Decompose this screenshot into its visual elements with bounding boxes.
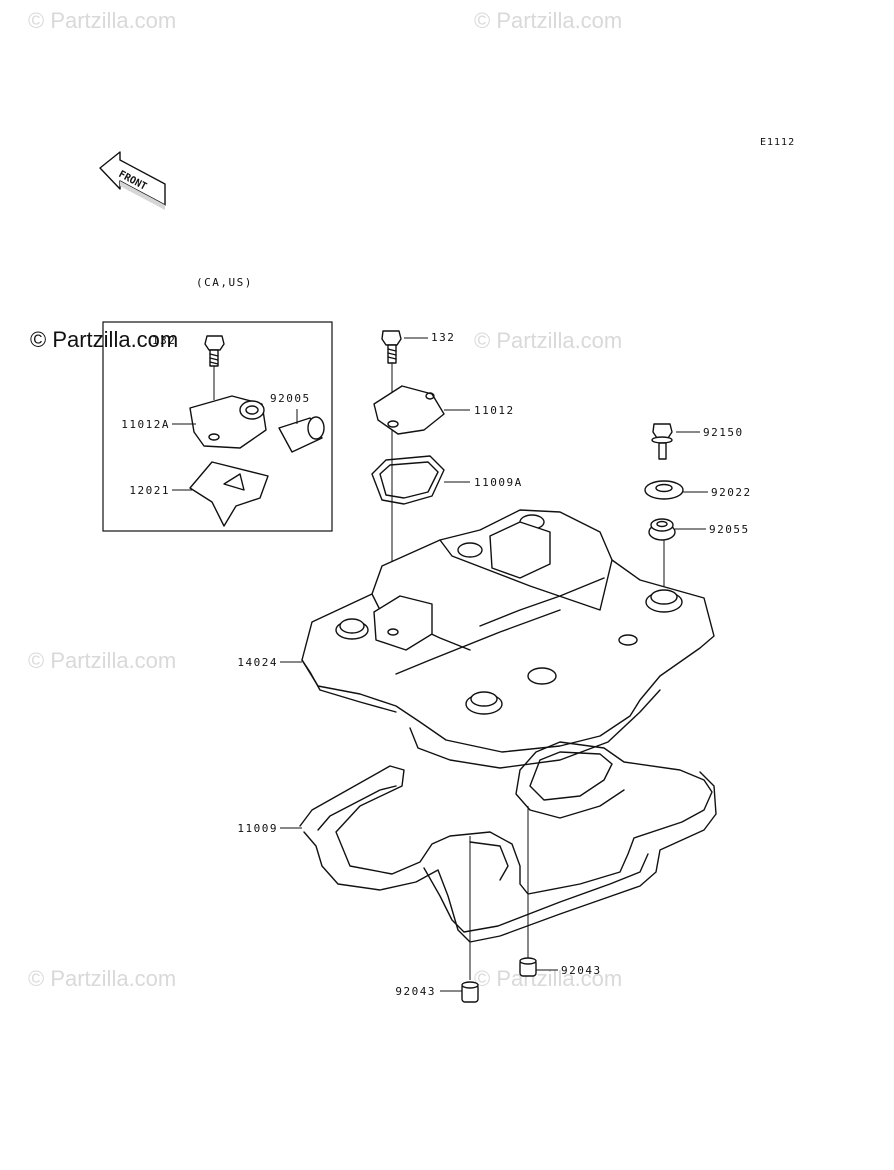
dowel-pin-icon <box>519 957 537 977</box>
inset-title: (CA,US) <box>196 276 253 289</box>
breather-cover-icon <box>189 395 267 449</box>
cover-gasket-icon <box>299 741 717 943</box>
part-label-12021[interactable]: 12021 <box>129 484 170 497</box>
inset-box <box>102 321 333 532</box>
plate-icon <box>189 461 269 527</box>
watermark-text: © Partzilla.com <box>474 8 623 33</box>
gasket-icon <box>371 455 445 505</box>
watermark-text: © Partzilla.com <box>474 328 623 353</box>
part-label-132[interactable]: 132 <box>431 331 456 344</box>
front-arrow-icon: FRONT <box>99 151 166 210</box>
dowel-pin-icon <box>461 981 479 1003</box>
grommet-icon <box>648 518 676 541</box>
part-label-11009A[interactable]: 11009A <box>474 476 523 489</box>
part-label-92005[interactable]: 92005 <box>270 392 311 405</box>
valve-cover-icon <box>301 509 715 769</box>
bolt-icon <box>204 335 225 367</box>
part-label-11009[interactable]: 11009 <box>237 822 278 835</box>
part-label-11012[interactable]: 11012 <box>474 404 515 417</box>
fitting-icon <box>278 416 325 453</box>
bolt-icon <box>381 330 402 364</box>
watermark-text: © Partzilla.com <box>28 8 177 33</box>
watermark-text: © Partzilla.com <box>28 966 177 991</box>
cover-plate-icon <box>373 385 445 435</box>
part-label-92150[interactable]: 92150 <box>703 426 744 439</box>
bolt-icon <box>651 423 673 460</box>
part-label-14024[interactable]: 14024 <box>237 656 278 669</box>
part-label-92055[interactable]: 92055 <box>709 523 750 536</box>
part-label-92043-left[interactable]: 92043 <box>395 985 436 998</box>
part-label-132-inset[interactable]: 132 <box>152 334 177 347</box>
part-label-92022[interactable]: 92022 <box>711 486 752 499</box>
watermark-text: © Partzilla.com <box>28 648 177 673</box>
part-label-11012A[interactable]: 11012A <box>121 418 170 431</box>
washer-icon <box>644 480 684 500</box>
part-label-92043-right[interactable]: 92043 <box>561 964 602 977</box>
watermark-overlay: © Partzilla.com <box>30 327 179 352</box>
diagram-code: E1112 <box>760 137 796 148</box>
